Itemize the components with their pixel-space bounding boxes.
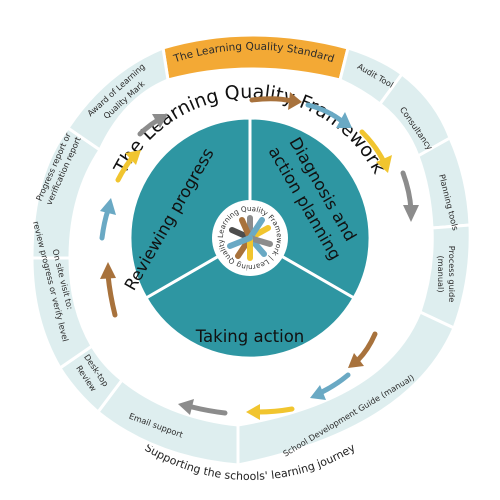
arrow-blue-right-icon	[310, 372, 351, 400]
cycle-arrows	[99, 92, 419, 420]
arrow-blue-top-icon	[305, 102, 352, 128]
arrow-yellow-left-icon	[115, 150, 141, 183]
label-process-guide: Process guide (manual)	[436, 246, 457, 303]
svg-text:(manual): (manual)	[436, 255, 446, 292]
outer-ring	[30, 33, 472, 467]
segment-award[interactable]	[65, 45, 170, 153]
arrow-blue-left-icon	[99, 198, 116, 241]
arrow-yellow-bottom-icon	[246, 404, 295, 420]
label-taking-action: Taking action	[195, 327, 305, 346]
arrow-grey-left-icon	[137, 114, 168, 137]
arrow-grey-right-icon	[400, 170, 419, 222]
arrow-yellow-right-icon	[359, 129, 392, 173]
label-award: Award of Learning Quality Mark	[85, 61, 147, 121]
svg-text:Process guide: Process guide	[447, 246, 457, 303]
logo-star-icon	[227, 215, 273, 261]
arrow-grey-bottom-icon	[178, 399, 228, 416]
arrow-brown-right-icon	[348, 331, 378, 368]
arrow-brown-top-icon	[249, 92, 302, 110]
arrow-brown-left-icon	[100, 262, 118, 318]
